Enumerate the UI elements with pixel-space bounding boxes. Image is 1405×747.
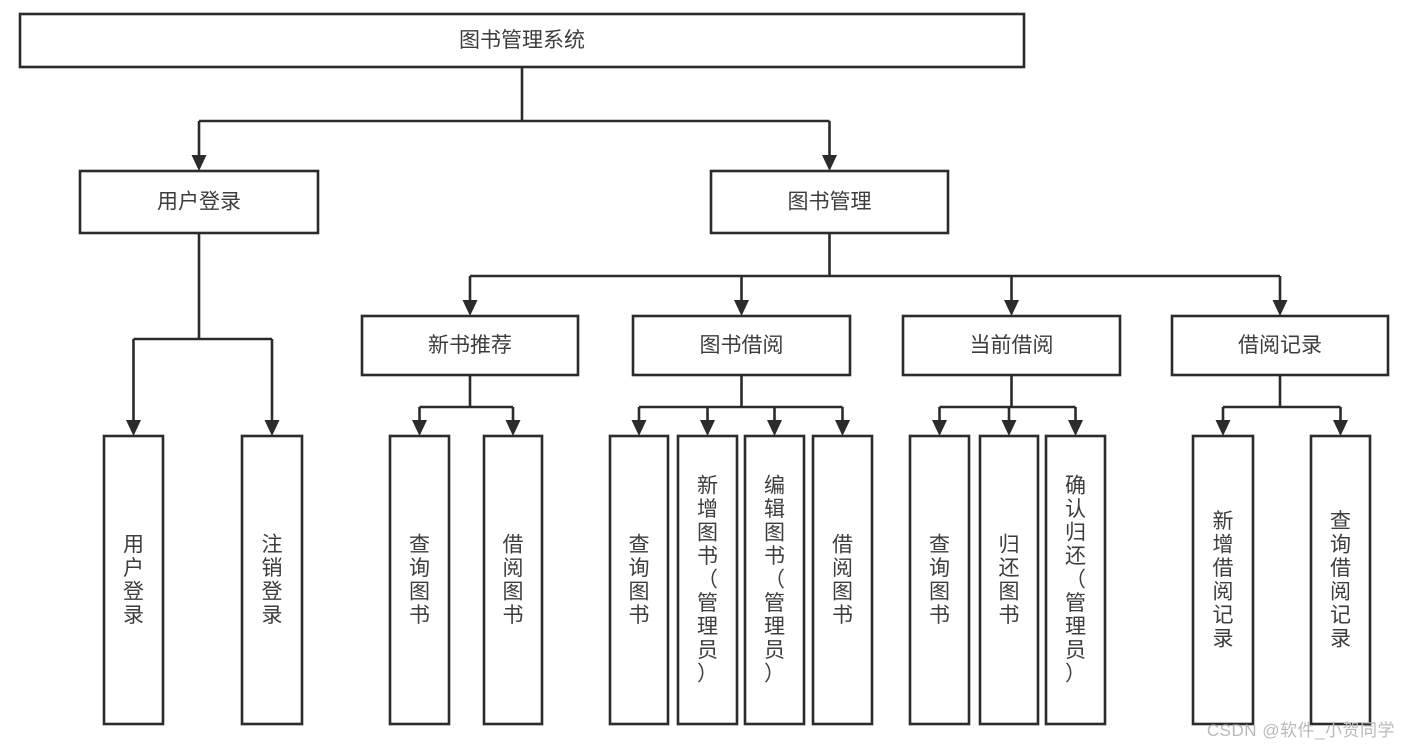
- arrow-head-icon: [1068, 420, 1083, 436]
- node-box[interactable]: [1309, 434, 1372, 726]
- node-label: 借阅图书: [503, 533, 524, 627]
- node-leaf-borrow-book-1[interactable]: 借阅图书: [482, 434, 544, 726]
- node-leaf-user-login[interactable]: 用户登录: [102, 434, 165, 726]
- node-label: 确认归还（管理员）: [1065, 475, 1086, 686]
- node-box[interactable]: [631, 314, 852, 377]
- node-leaf-confirm-return[interactable]: 确认归还（管理员）: [1044, 434, 1107, 726]
- node-label: 查询图书: [629, 533, 650, 627]
- node-label: 查询图书: [929, 533, 950, 627]
- node-box[interactable]: [78, 169, 320, 235]
- edge-group: [412, 375, 521, 436]
- node-box[interactable]: [709, 169, 950, 235]
- node-box[interactable]: [360, 314, 580, 377]
- node-box[interactable]: [388, 434, 451, 726]
- node-label: 借阅记录: [1238, 334, 1322, 357]
- node-label: 当前借阅: [970, 334, 1054, 357]
- node-leaf-query-book-1[interactable]: 查询图书: [388, 434, 451, 726]
- node-leaf-query-book-2[interactable]: 查询图书: [608, 434, 670, 726]
- node-book-management[interactable]: 图书管理: [709, 169, 950, 235]
- node-new-book-recommend[interactable]: 新书推荐: [360, 314, 580, 377]
- edge-group: [631, 375, 850, 436]
- arrow-head-icon: [1004, 300, 1019, 316]
- node-leaf-add-book[interactable]: 新增图书（管理员）: [676, 434, 739, 726]
- node-box[interactable]: [901, 314, 1122, 377]
- arrow-head-icon: [767, 420, 782, 436]
- arrow-head-icon: [462, 300, 478, 316]
- node-box[interactable]: [743, 434, 806, 726]
- node-box[interactable]: [1170, 314, 1390, 377]
- node-label: 图书借阅: [700, 334, 784, 357]
- node-label: 借阅图书: [832, 533, 853, 627]
- node-leaf-query-book-3[interactable]: 查询图书: [908, 434, 971, 726]
- node-label: 新书推荐: [428, 334, 512, 357]
- arrow-head-icon: [412, 420, 427, 436]
- node-label: 图书管理: [788, 191, 872, 214]
- node-box[interactable]: [908, 434, 971, 726]
- node-label: 查询图书: [409, 533, 430, 627]
- node-user-login[interactable]: 用户登录: [78, 169, 320, 235]
- node-book-borrow[interactable]: 图书借阅: [631, 314, 852, 377]
- node-current-borrow[interactable]: 当前借阅: [901, 314, 1122, 377]
- node-label: 用户登录: [157, 191, 241, 214]
- node-label: 图书管理系统: [459, 29, 585, 52]
- node-box[interactable]: [978, 434, 1040, 726]
- arrow-head-icon: [700, 420, 715, 436]
- edge-group: [1215, 375, 1348, 436]
- node-leaf-add-borrow-record[interactable]: 新增借阅记录: [1191, 434, 1255, 726]
- arrow-head-icon: [932, 420, 947, 436]
- node-leaf-edit-book[interactable]: 编辑图书（管理员）: [743, 434, 806, 726]
- arrow-head-icon: [822, 155, 837, 171]
- arrow-head-icon: [191, 155, 207, 171]
- arrow-head-icon: [126, 420, 141, 436]
- node-label: 新增借阅记录: [1213, 510, 1234, 651]
- node-leaf-return-book[interactable]: 归还图书: [978, 434, 1040, 726]
- edge-group: [126, 233, 280, 436]
- node-box[interactable]: [102, 434, 165, 726]
- arrow-head-icon: [1333, 420, 1348, 436]
- arrow-head-icon: [835, 420, 850, 436]
- node-label: 查询借阅记录: [1330, 510, 1351, 651]
- node-box[interactable]: [1044, 434, 1107, 726]
- node-leaf-query-borrow-record[interactable]: 查询借阅记录: [1309, 434, 1372, 726]
- node-box[interactable]: [482, 434, 544, 726]
- node-label: 用户登录: [123, 533, 144, 627]
- node-label: 新增图书（管理员）: [697, 475, 718, 686]
- node-box[interactable]: [608, 434, 670, 726]
- edge-layer: [126, 67, 1348, 436]
- node-box[interactable]: [240, 434, 304, 726]
- node-box[interactable]: [1191, 434, 1255, 726]
- node-label: 归还图书: [999, 533, 1020, 627]
- node-label: 注销登录: [262, 533, 283, 627]
- node-leaf-borrow-book-2[interactable]: 借阅图书: [811, 434, 874, 726]
- arrow-head-icon: [1272, 300, 1288, 316]
- arrow-head-icon: [631, 420, 647, 436]
- edge-group: [932, 375, 1083, 436]
- arrow-head-icon: [1001, 420, 1017, 436]
- node-label: 编辑图书（管理员）: [764, 475, 785, 686]
- node-layer: 图书管理系统用户登录图书管理新书推荐图书借阅当前借阅借阅记录用户登录注销登录查询…: [18, 12, 1390, 726]
- edge-group: [462, 233, 1288, 316]
- node-box[interactable]: [18, 12, 1026, 69]
- node-root[interactable]: 图书管理系统: [18, 12, 1026, 69]
- node-borrow-records[interactable]: 借阅记录: [1170, 314, 1390, 377]
- node-box[interactable]: [676, 434, 739, 726]
- arrow-head-icon: [264, 420, 280, 436]
- arrow-head-icon: [505, 420, 521, 436]
- node-leaf-logout-login[interactable]: 注销登录: [240, 434, 304, 726]
- edge-group: [191, 67, 837, 171]
- node-box[interactable]: [811, 434, 874, 726]
- arrow-head-icon: [1215, 420, 1231, 436]
- arrow-head-icon: [734, 300, 749, 316]
